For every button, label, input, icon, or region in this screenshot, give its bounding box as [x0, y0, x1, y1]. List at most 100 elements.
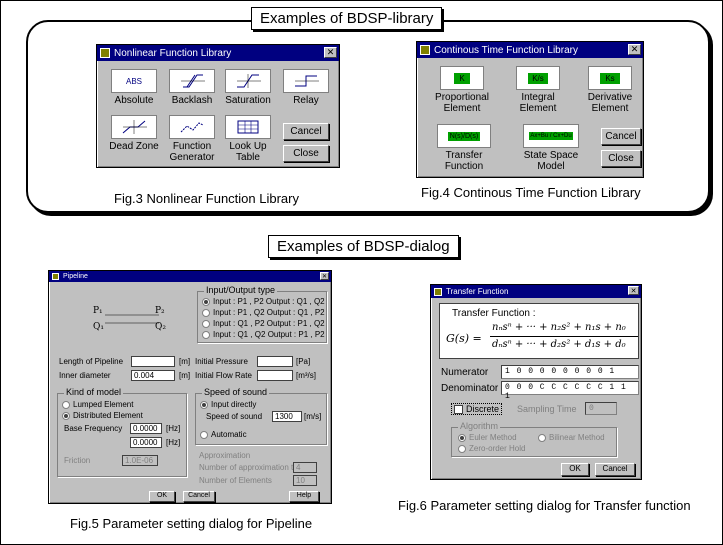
speed-of-sound-input[interactable]: 1300 [272, 411, 302, 422]
radio-button[interactable] [200, 430, 208, 439]
cancel-button[interactable]: Cancel [595, 463, 635, 476]
radio-button[interactable] [458, 444, 466, 453]
radio-button[interactable] [538, 433, 546, 442]
initial-pressure-input[interactable] [257, 356, 293, 367]
initial-flow-unit: [m³/s] [296, 371, 316, 380]
io-option-1[interactable]: Input : P1 , P2 Output : Q1 , Q2 [202, 297, 325, 306]
io-option-4[interactable]: Input : Q1 , Q2 Output : P1 , P2 [202, 330, 325, 339]
io-type-group: Input/Output type Input : P1 , P2 Output… [197, 285, 327, 343]
fraction-bar [490, 336, 638, 337]
block-label: Function Generator [169, 141, 215, 163]
denominator-input[interactable]: 0 0 0 C C C C C C 1 1 1 [501, 381, 639, 401]
app-icon: i [100, 48, 110, 58]
close-icon[interactable]: ✕ [324, 47, 337, 58]
svg-text:Q₂: Q₂ [155, 322, 166, 332]
dead-zone-block-icon [111, 115, 157, 139]
app-icon: i [420, 45, 430, 55]
fig6-caption: Fig.6 Parameter setting dialog for Trans… [398, 498, 691, 513]
approximation-group-label: Approximation [199, 451, 251, 460]
radio-button[interactable] [62, 411, 70, 420]
block-look-up-table[interactable]: Look Up Table [219, 115, 277, 163]
radio-button[interactable] [202, 330, 210, 339]
block-integral[interactable]: K/s Integral Element [507, 66, 569, 114]
discrete-checkbox[interactable]: Discrete [451, 403, 503, 416]
block-relay[interactable]: Relay [277, 69, 335, 106]
close-button[interactable]: Close [601, 150, 641, 167]
radio-button[interactable] [202, 297, 210, 306]
elements-label: Number of Elements [199, 476, 272, 485]
radio-button[interactable] [202, 308, 210, 317]
radio-button[interactable] [458, 433, 466, 442]
length-label: Length of Pipeline [59, 357, 124, 366]
cancel-button[interactable]: Cancel [183, 491, 215, 502]
diameter-unit: [m] [179, 371, 191, 380]
radio-button[interactable] [200, 400, 208, 409]
block-function-generator[interactable]: Function Generator [163, 115, 221, 163]
zero-order-hold-option[interactable]: Zero-order Hold [458, 444, 525, 453]
input-directly-option[interactable]: Input directly [200, 400, 256, 409]
cancel-button[interactable]: Cancel [283, 123, 329, 140]
derivative-block-icon: Ks [588, 66, 632, 90]
continuous-window-title: Continous Time Function Library [434, 44, 578, 56]
radio-button[interactable] [62, 400, 70, 409]
ok-button[interactable]: OK [149, 491, 175, 502]
initial-flow-input[interactable] [257, 370, 293, 381]
friction-input[interactable]: 1.0E-06 [122, 455, 158, 466]
block-saturation[interactable]: Saturation [219, 69, 277, 106]
block-label: Absolute [114, 95, 154, 106]
length-input[interactable] [131, 356, 175, 367]
relay-block-icon [283, 69, 329, 93]
automatic-option[interactable]: Automatic [200, 430, 247, 439]
checkbox[interactable] [454, 405, 463, 415]
block-absolute[interactable]: ABS Absolute [105, 69, 163, 106]
transfer-function-dialog-window: i Transfer Function ✕ Transfer Function … [430, 284, 642, 480]
group-legend: Algorithm [458, 421, 501, 431]
close-button[interactable]: Close [283, 145, 329, 162]
group-legend: Kind of model [64, 387, 124, 397]
help-button[interactable]: Help [289, 491, 319, 502]
f2-unit: [Hz] [166, 438, 181, 447]
cancel-button[interactable]: Cancel [601, 128, 641, 145]
f1-input[interactable]: 0.0000 [130, 423, 162, 434]
formula-panel: Transfer Function : G(s) = nₙsⁿ + ··· + … [439, 303, 639, 359]
numerator-input[interactable]: 1 0 0 0 0 0 0 0 0 1 [501, 365, 639, 379]
diameter-input[interactable]: 0.004 [131, 370, 175, 381]
bilinear-option[interactable]: Bilinear Method [538, 433, 605, 442]
speed-of-sound-label: Speed of sound [206, 412, 263, 421]
block-label: State Space Model [523, 150, 579, 172]
block-state-space[interactable]: Ax+Bu / Cx+Du State Space Model [515, 124, 587, 172]
initial-flow-label: Initial Flow Rate [195, 371, 252, 380]
approx-terms-label: Number of approximation terms [199, 463, 312, 472]
denominator-label: Denominator [441, 383, 499, 394]
radio-button[interactable] [202, 319, 210, 328]
lumped-option[interactable]: Lumped Element [62, 400, 133, 409]
distributed-option[interactable]: Distributed Element [62, 411, 143, 420]
sampling-time-input[interactable]: 0 [585, 402, 617, 415]
dialog-section-title: Examples of BDSP-dialog [268, 235, 459, 258]
block-label: Derivative Element [587, 92, 633, 114]
io-option-3[interactable]: Input : Q1 , P2 Output : P1 , Q2 [202, 319, 325, 328]
base-frequency-label: Base Frequency [64, 424, 123, 433]
f2-input[interactable]: 0.0000 [130, 437, 162, 448]
ok-button[interactable]: OK [561, 463, 589, 476]
block-transfer-function[interactable]: N(s)/D(s) Transfer Function [431, 124, 497, 172]
close-icon[interactable]: ✕ [628, 44, 641, 55]
block-backlash[interactable]: Backlash [163, 69, 221, 106]
pipeline-titlebar[interactable]: i Pipeline ✕ [49, 271, 331, 282]
io-option-2[interactable]: Input : P1 , Q2 Output : Q1 , P2 [202, 308, 325, 317]
block-dead-zone[interactable]: Dead Zone [105, 115, 163, 152]
euler-option[interactable]: Euler Method [458, 433, 517, 442]
sampling-time-label: Sampling Time [517, 404, 577, 414]
formula-lhs: G(s) = [446, 332, 482, 345]
transfer-titlebar[interactable]: i Transfer Function ✕ [431, 285, 641, 298]
block-derivative[interactable]: Ks Derivative Element [579, 66, 641, 114]
close-icon[interactable]: ✕ [628, 286, 639, 295]
continuous-titlebar[interactable]: i Continous Time Function Library ✕ [417, 42, 643, 58]
approx-terms-input[interactable]: 4 [293, 462, 317, 473]
nonlinear-titlebar[interactable]: i Nonlinear Function Library ✕ [97, 45, 339, 61]
block-proportional[interactable]: K Proportional Element [431, 66, 493, 114]
elements-input[interactable]: 10 [293, 475, 317, 486]
block-label: Saturation [225, 95, 271, 106]
initial-pressure-label: Initial Pressure [195, 357, 248, 366]
close-icon[interactable]: ✕ [320, 272, 329, 280]
